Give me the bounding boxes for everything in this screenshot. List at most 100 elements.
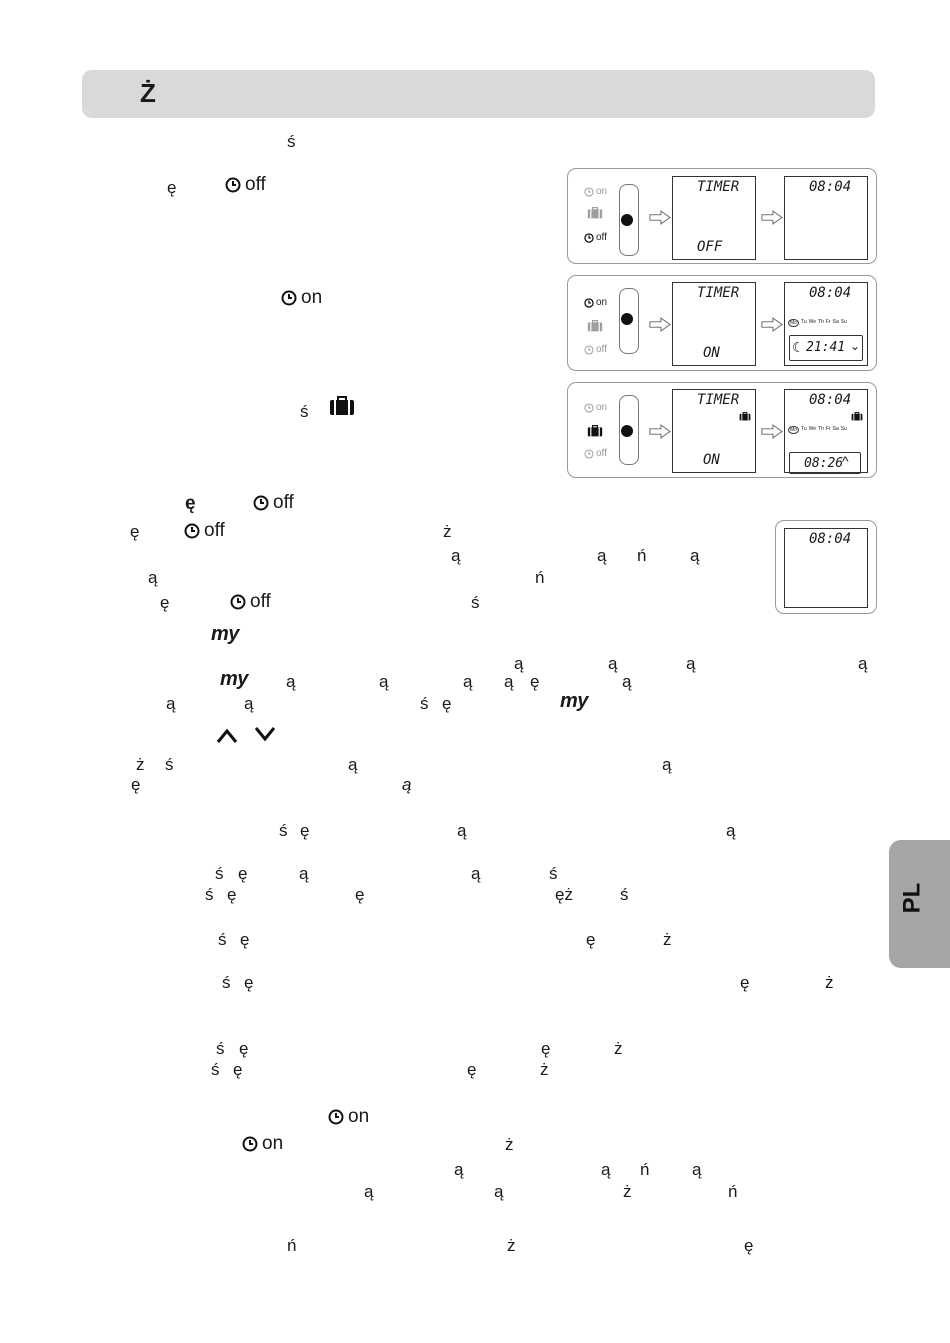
day-label: Mo <box>788 319 799 327</box>
text-fragment: ż <box>540 1060 549 1079</box>
text-fragment: ż <box>663 930 672 949</box>
text-fragment: ą <box>454 1160 464 1179</box>
text-fragment: ę <box>130 522 140 541</box>
moon-icon: ☾ <box>792 339 805 355</box>
text-fragment: ż <box>136 755 145 774</box>
chevron-down-icon <box>254 727 276 742</box>
text-fragment: ś <box>279 821 288 840</box>
timer-state: ON <box>703 345 720 361</box>
language-tab: PL <box>889 840 950 968</box>
lcd-screen-sunset: 08:04 Mo Tu We Th Fr Sa Su ☾ 21:41 ⌄ <box>784 282 868 366</box>
section-header: Ż <box>82 70 875 118</box>
selector-off-label: off <box>584 232 607 243</box>
text-fragment: ą <box>597 546 607 565</box>
clock-icon <box>230 594 246 610</box>
day-label: Fr <box>825 319 831 325</box>
text-fragment: ę <box>244 973 254 992</box>
text-fragment: ś <box>211 1060 220 1079</box>
clock-icon <box>584 403 594 413</box>
lcd-screen-holiday: 08:04 Mo Tu We Th Fr Sa Su 08:26 ^ <box>784 389 868 474</box>
text-fragment: ż <box>614 1039 623 1058</box>
slider-track <box>619 395 639 465</box>
day-label: Su <box>840 319 847 325</box>
step2-on-label: on <box>281 287 322 309</box>
slider-knob <box>621 313 633 325</box>
text-fragment: ś <box>216 1039 225 1058</box>
selector-on-label: on <box>584 297 607 308</box>
arrow-icon <box>649 210 671 225</box>
clock-icon <box>225 177 241 193</box>
clock-icon <box>584 298 594 308</box>
text-fragment: ż <box>507 1236 516 1255</box>
text-fragment: ś <box>215 864 224 883</box>
clock-icon <box>584 449 594 459</box>
text-fragment: ą <box>608 654 618 673</box>
text-fragment: ś <box>471 593 480 612</box>
clock-icon <box>584 187 594 197</box>
suitcase-icon <box>851 412 863 421</box>
text-fragment: ą <box>622 672 632 691</box>
text-fragment: ę <box>240 930 250 949</box>
text-fragment: ą <box>463 672 473 691</box>
text-fragment: ę <box>442 694 452 713</box>
text-fragment: ą <box>166 694 176 713</box>
language-tab-label: PL <box>898 882 926 914</box>
text-fragment: ą <box>686 654 696 673</box>
selector-off-label: off <box>584 344 607 355</box>
timer-state: ON <box>703 452 720 468</box>
day-label: Th <box>818 319 824 325</box>
text-fragment: ą <box>402 775 412 794</box>
heading-off-fragment: ę <box>185 493 196 514</box>
clock-icon <box>242 1136 258 1152</box>
clock-time: 08:04 <box>809 285 852 301</box>
arrow-icon <box>649 317 671 332</box>
text-fragment: ę <box>227 885 237 904</box>
timer-state: OFF <box>697 239 723 255</box>
clock-icon <box>184 523 200 539</box>
step3-fragment: ś <box>300 402 309 421</box>
text-fragment: ą <box>348 755 358 774</box>
event-box: 08:26 ^ <box>789 452 861 474</box>
text-fragment: ą <box>662 755 672 774</box>
day-label: Tu <box>800 319 807 325</box>
arrow-icon <box>761 317 783 332</box>
text-fragment: ą <box>601 1160 611 1179</box>
chevron-up-icon <box>216 728 238 743</box>
text-fragment: ż <box>825 973 834 992</box>
day-label: We <box>808 319 817 325</box>
text-fragment: ę <box>467 1060 477 1079</box>
text-fragment: ą <box>858 654 868 673</box>
my-button-label: my <box>220 668 248 690</box>
text-fragment: ą <box>514 654 524 673</box>
text-fragment: ą <box>726 821 736 840</box>
chevron-up-icon: ^ <box>842 453 849 469</box>
timer-label: TIMER <box>697 179 740 195</box>
selector-off-label: off <box>584 448 607 459</box>
section-title: Ż <box>140 78 156 108</box>
day-row: Mo Tu We Th Fr Sa Su <box>788 319 847 327</box>
sunset-time: 21:41 <box>806 340 846 355</box>
paragraph-off-label: off <box>184 520 225 542</box>
text-fragment: ż <box>505 1135 514 1154</box>
arrow-icon <box>761 424 783 439</box>
holiday-time: 08:26 <box>804 456 844 471</box>
suitcase-icon <box>739 412 751 421</box>
lcd-screen-timer-off: TIMER OFF <box>672 176 756 260</box>
text-fragment: ą <box>457 821 467 840</box>
text-fragment: ą <box>471 864 481 883</box>
text-fragment: ą <box>299 864 309 883</box>
diagram-panel-holiday: on off TIMER ON 08:04 Mo Tu We Th Fr Sa … <box>567 382 877 478</box>
heading-off-label: off <box>253 492 294 514</box>
my-button-label: my <box>211 623 239 645</box>
text-fragment: ż <box>443 522 452 541</box>
lcd-screen-timer-on: TIMER ON <box>672 282 756 366</box>
day-row: Mo Tu We Th Fr Sa Su <box>788 426 847 434</box>
text-fragment: ę <box>300 821 310 840</box>
text-fragment: ą <box>690 546 700 565</box>
text-fragment: ę <box>744 1236 754 1255</box>
day-label: Sa <box>832 319 839 325</box>
text-fragment: ń <box>535 568 545 587</box>
chevron-down-icon: ⌄ <box>850 339 861 353</box>
text-fragment: ą <box>364 1182 374 1201</box>
text-fragment: ę <box>355 885 365 904</box>
